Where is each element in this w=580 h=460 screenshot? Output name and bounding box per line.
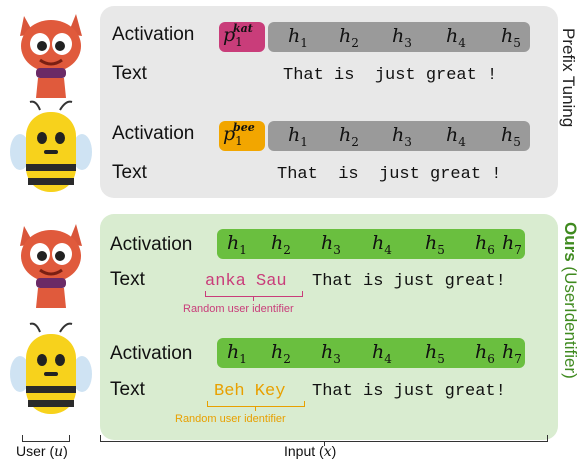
user-identifier: Beh Key	[214, 382, 286, 401]
hidden-token: h1	[227, 341, 247, 366]
hidden-token: h2	[271, 341, 291, 366]
input-sentence: That is just great !	[283, 66, 498, 85]
bracket-tick	[324, 441, 325, 446]
hidden-token: h2	[339, 25, 359, 50]
user-axis-label: User (u)	[16, 443, 68, 460]
hidden-token: h1	[288, 124, 308, 149]
activation-bar: h1 h2 h3 h4 h5 h6 h7	[217, 338, 525, 368]
hidden-token: h4	[446, 25, 466, 50]
activation-label: Activation	[110, 343, 193, 364]
hidden-token: h3	[392, 124, 412, 149]
bee-avatar-icon	[10, 100, 92, 192]
ours-label: Ours (UserIdentifier)	[561, 222, 580, 379]
identifier-bracket	[205, 291, 303, 297]
activation-label: Activation	[112, 24, 195, 45]
activation-bar: h1 h2 h3 h4 h5	[268, 121, 530, 151]
hidden-token: h2	[339, 124, 359, 149]
input-sentence: That is just great !	[277, 165, 502, 184]
identifier-bracket	[207, 401, 305, 407]
hidden-token: h3	[321, 341, 341, 366]
bee-avatar-icon	[10, 322, 92, 414]
hidden-token: h5	[425, 341, 445, 366]
hidden-token: h2	[271, 232, 291, 257]
bracket-tick	[255, 406, 256, 411]
text-label: Text	[112, 162, 147, 183]
hidden-token: h3	[392, 25, 412, 50]
user-bracket	[22, 435, 70, 442]
text-label: Text	[112, 63, 147, 84]
cat-avatar-icon	[20, 224, 82, 308]
activation-label: Activation	[112, 123, 195, 144]
input-sentence: That is just great!	[312, 382, 506, 401]
hidden-token: h6	[475, 341, 495, 366]
activation-bar: h1 h2 h3 h4 h5	[268, 22, 530, 52]
identifier-note: Random user identifier	[183, 303, 294, 315]
activation-label: Activation	[110, 234, 193, 255]
hidden-token: h5	[425, 232, 445, 257]
hidden-token: h1	[227, 232, 247, 257]
identifier-note: Random user identifier	[175, 413, 286, 425]
input-sentence: That is just great!	[312, 272, 506, 291]
hidden-token: h5	[501, 25, 521, 50]
hidden-token: h4	[372, 341, 392, 366]
hidden-token: h3	[321, 232, 341, 257]
text-label: Text	[110, 379, 145, 400]
hidden-token: h4	[372, 232, 392, 257]
prefix-tuning-label: Prefix Tuning	[559, 28, 578, 128]
hidden-token: h5	[501, 124, 521, 149]
hidden-token: h7	[502, 341, 522, 366]
input-axis-label: Input (x)	[284, 443, 337, 460]
hidden-token: h4	[446, 124, 466, 149]
hidden-token: h6	[475, 232, 495, 257]
user-identifier: anka Sau	[205, 272, 287, 291]
cat-avatar-icon	[20, 14, 82, 98]
hidden-token: h7	[502, 232, 522, 257]
hidden-token: h1	[288, 25, 308, 50]
bracket-tick	[253, 296, 254, 301]
text-label: Text	[110, 269, 145, 290]
activation-bar: h1 h2 h3 h4 h5 h6 h7	[217, 229, 525, 259]
